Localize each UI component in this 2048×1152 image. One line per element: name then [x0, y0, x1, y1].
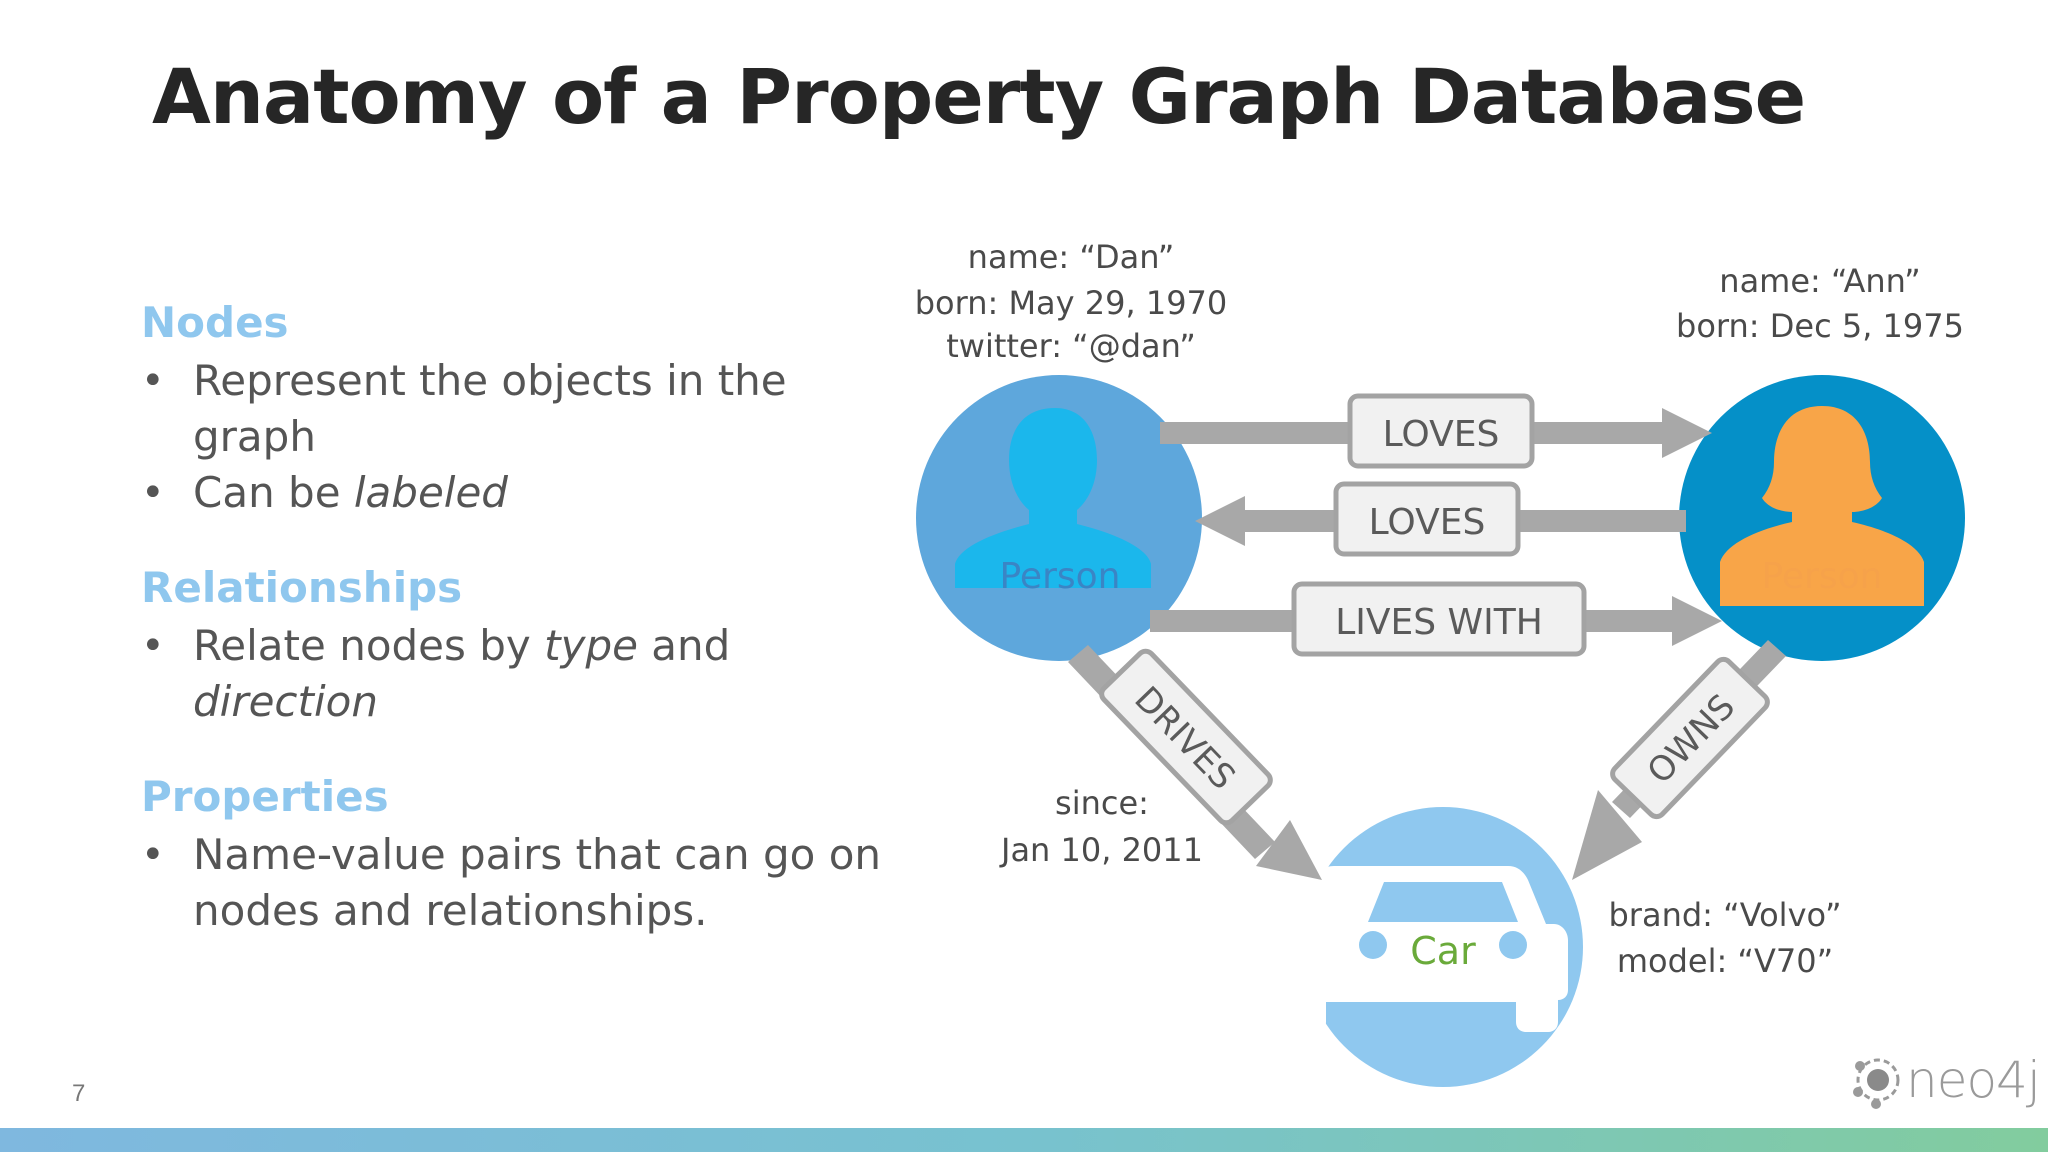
dan-prop-born: born: May 29, 1970 — [915, 284, 1228, 322]
loves-label-2: LOVES — [1333, 481, 1521, 557]
nodes-section: Nodes Represent the objects in the graph… — [141, 298, 901, 521]
nodes-bullets: Represent the objects in the graph Can b… — [141, 353, 901, 521]
bullet-emphasis: direction — [193, 677, 378, 726]
properties-heading: Properties — [141, 772, 389, 821]
slide-title: Anatomy of a Property Graph Database — [152, 52, 1806, 141]
bullet-text: Relate nodes by — [193, 621, 545, 670]
list-item: Relate nodes by type and direction — [141, 618, 813, 730]
ann-prop-name: name: “Ann” — [1719, 262, 1920, 300]
lives-with-label: LIVES WITH — [1291, 581, 1587, 657]
dan-prop-name: name: “Dan” — [968, 238, 1175, 276]
list-item: Represent the objects in the graph — [141, 353, 813, 465]
neo4j-logo: neo4j — [1848, 1050, 2041, 1110]
nodes-heading: Nodes — [141, 298, 289, 347]
ann-prop-born: born: Dec 5, 1975 — [1676, 307, 1964, 345]
loves-text-2: LOVES — [1369, 502, 1486, 543]
car-label: Car — [1410, 929, 1476, 973]
car-headlight-left — [1359, 931, 1387, 959]
properties-bullets: Name-value pairs that can go on nodes an… — [141, 827, 901, 939]
car-prop-brand: brand: “Volvo” — [1608, 896, 1841, 934]
list-item: Name-value pairs that can go on nodes an… — [141, 827, 913, 939]
relationships-bullets: Relate nodes by type and direction — [141, 618, 901, 730]
bullet-emphasis: type — [544, 621, 638, 670]
properties-section: Properties Name-value pairs that can go … — [141, 772, 901, 939]
drives-prop-date: Jan 10, 2011 — [999, 831, 1203, 869]
ann-person-icon — [1720, 406, 1924, 606]
relationships-heading: Relationships — [141, 563, 463, 612]
drives-prop-since: since: — [1055, 784, 1149, 822]
owns-arrowhead — [1572, 790, 1642, 880]
bullet-text: Represent the objects in the graph — [193, 356, 787, 461]
lives-with-text: LIVES WITH — [1335, 602, 1543, 643]
loves-arrowhead-2 — [1195, 496, 1245, 546]
loves-arrowhead-1 — [1662, 408, 1712, 458]
neo4j-logo-icon — [1853, 1058, 1900, 1109]
list-item: Can be labeled — [141, 465, 901, 521]
bullet-emphasis: labeled — [353, 468, 508, 517]
bottom-accent-bar — [0, 1128, 2048, 1152]
drives-arrowhead — [1256, 820, 1322, 880]
car-windshield — [1368, 882, 1518, 922]
dan-prop-twitter: twitter: “@dan” — [946, 327, 1196, 365]
bullet-text: Can be — [193, 468, 354, 517]
loves-label-1: LOVES — [1347, 393, 1535, 469]
owns-label: OWNS — [1610, 656, 1770, 820]
lives-with-arrowhead — [1672, 596, 1722, 646]
dan-label: Person — [1000, 556, 1121, 597]
page-number: 7 — [72, 1080, 86, 1107]
relationships-section: Relationships Relate nodes by type and d… — [141, 563, 901, 730]
dan-person-icon — [955, 408, 1151, 588]
neo4j-logo-text: neo4j — [1906, 1051, 2041, 1109]
bullet-text: and — [637, 621, 731, 670]
car-prop-model: model: “V70” — [1617, 942, 1833, 980]
car-headlight-right — [1499, 931, 1527, 959]
loves-text-1: LOVES — [1383, 414, 1500, 455]
bullet-text: Name-value pairs that can go on nodes an… — [193, 830, 882, 935]
ann-label: Person — [1762, 556, 1883, 597]
